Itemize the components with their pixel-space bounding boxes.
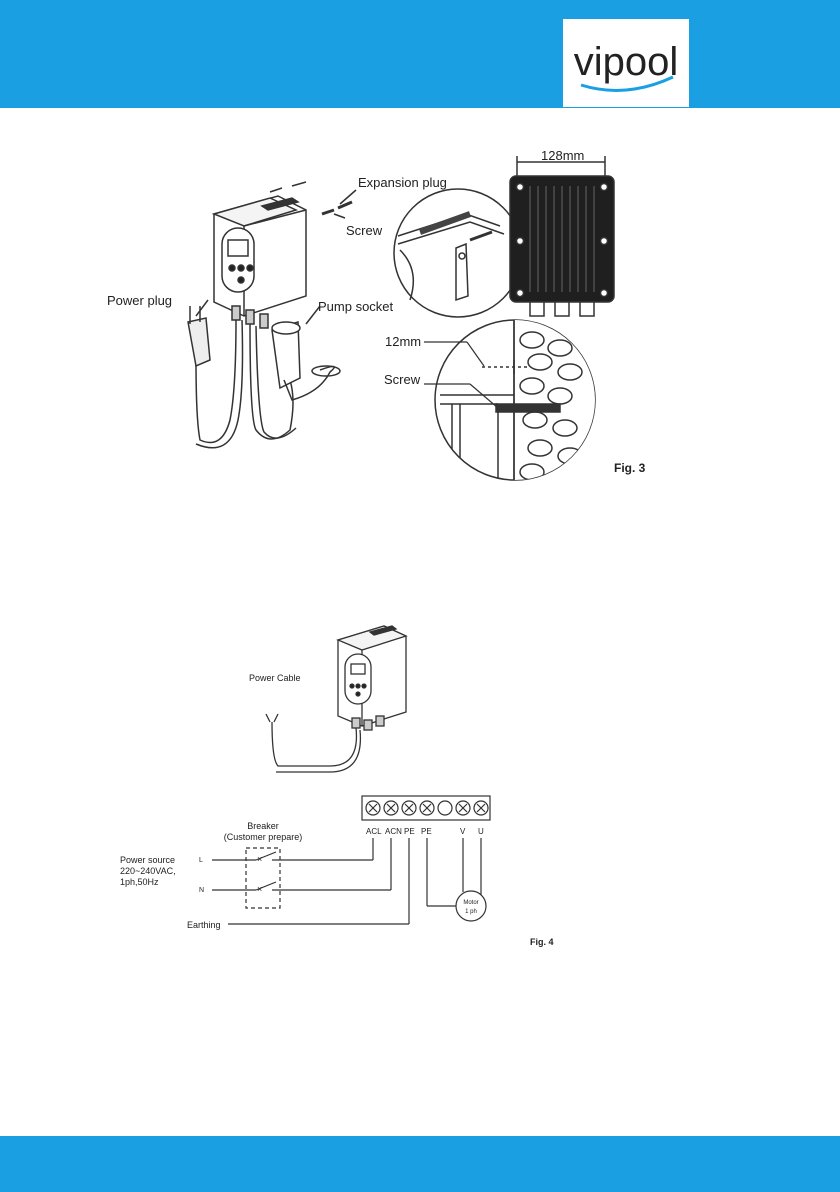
wiring-diagram (212, 838, 486, 924)
fig3-back-panel (510, 156, 614, 316)
power-source-line-1: Power source (120, 855, 175, 865)
label-depth-12mm: 12mm (385, 334, 421, 349)
breaker-title: Breaker (247, 821, 279, 831)
fig4-controller-illustration (266, 626, 406, 772)
earthing-label: Earthing (187, 920, 221, 930)
label-screw-detail: Screw (384, 372, 421, 387)
power-source-line-3: 1ph,50Hz (120, 877, 159, 887)
terminal-label: V (460, 827, 466, 836)
breaker-subtitle: (Customer prepare) (224, 832, 303, 842)
fig3-mount-detail (394, 189, 522, 317)
fig3-controller-illustration (188, 182, 356, 448)
motor-label: 1 ph (465, 909, 477, 915)
label-power-plug: Power plug (107, 293, 172, 308)
label-width-128mm: 128mm (541, 148, 584, 163)
fig3-caption: Fig. 3 (614, 461, 646, 475)
breaker-x-mark: × (257, 884, 262, 894)
fig3-wall-section (435, 318, 604, 488)
terminal-label: ACN (385, 827, 402, 836)
page-footer-bar (0, 1136, 840, 1192)
label-screw-top: Screw (346, 223, 383, 238)
motor-label: Motor (463, 900, 478, 906)
line-l-label: L (199, 857, 203, 864)
label-pump-socket: Pump socket (318, 299, 394, 314)
power-source-line-2: 220~240VAC, (120, 866, 176, 876)
terminal-label: PE (404, 827, 415, 836)
line-n-label: N (199, 887, 204, 894)
breaker-x-mark: × (257, 854, 262, 864)
terminal-label: ACL (366, 827, 382, 836)
terminal-block (362, 796, 490, 820)
label-expansion-plug: Expansion plug (358, 175, 447, 190)
fig4-caption: Fig. 4 (530, 937, 554, 947)
terminal-label: U (478, 827, 484, 836)
terminal-label: PE (421, 827, 432, 836)
label-power-cable: Power Cable (249, 673, 301, 683)
